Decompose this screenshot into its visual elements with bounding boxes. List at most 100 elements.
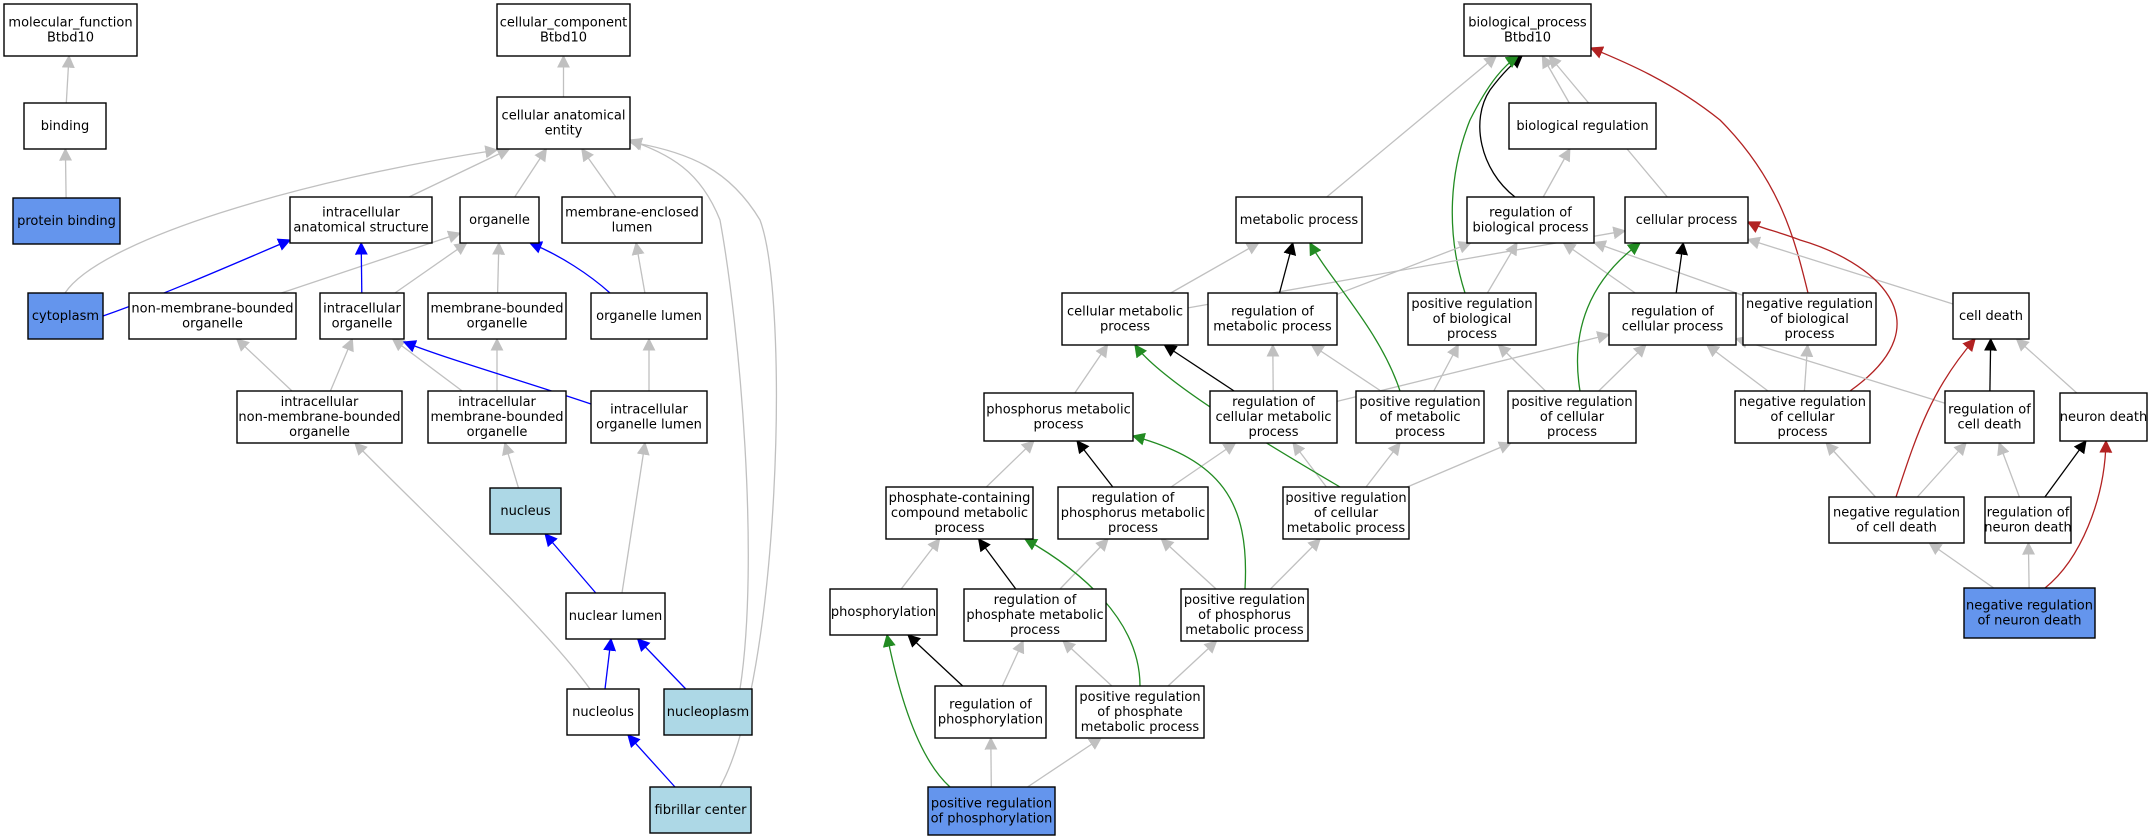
node-label-line: intracellular [322, 206, 400, 221]
node-box [1508, 102, 1657, 150]
edge-line [628, 138, 749, 690]
node-label-line: organelle [289, 425, 350, 440]
node-binding[interactable]: binding [23, 102, 107, 150]
node-nd[interactable]: neuron death [2059, 392, 2148, 442]
node-label-line: nuclear lumen [569, 609, 662, 624]
edge-line [636, 638, 687, 690]
edge-is-a [64, 145, 499, 294]
edge-line [502, 441, 520, 489]
edge-line [1433, 343, 1459, 392]
edge-is-a [985, 440, 1035, 488]
node-breg[interactable]: biological regulation [1508, 102, 1657, 150]
node-nucleolus[interactable]: nucleolus [566, 688, 640, 736]
edge-negatively-regulates [2044, 439, 2113, 589]
edge-is-a [1433, 343, 1459, 392]
node-label-line: biological process [1472, 221, 1588, 236]
edge-line [581, 147, 617, 198]
edge-line [1336, 241, 1472, 295]
edge-line [1406, 441, 1512, 488]
edges-layer [59, 46, 2113, 788]
node-metp[interactable]: metabolic process [1235, 196, 1363, 244]
node-ol[interactable]: organelle lumen [590, 292, 708, 340]
edge-positively-regulates [1131, 432, 1247, 590]
node-label-line: biological regulation [1516, 119, 1648, 134]
edge-is-a [1592, 240, 1744, 297]
node-inmbo[interactable]: intracellularnon-membrane-boundedorganel… [236, 390, 403, 444]
edge-line [1984, 337, 1998, 392]
node-cellp[interactable]: cellular process [1624, 196, 1749, 244]
edge-line [603, 637, 617, 690]
node-box [663, 688, 753, 736]
node-label-line: binding [41, 119, 89, 134]
edge-line [1825, 442, 1876, 498]
node-label-line: neuron death [2060, 410, 2147, 425]
node-fc[interactable]: fibrillar center [649, 786, 752, 834]
edge-line [1336, 331, 1611, 403]
edge-is-a [235, 338, 293, 392]
edge-is-a [1001, 639, 1025, 687]
node-nl[interactable]: nuclear lumen [565, 592, 666, 640]
node-organelle[interactable]: organelle [459, 196, 540, 244]
node-label-line: regulation of [1232, 395, 1315, 410]
node-nucleus[interactable]: nucleus [489, 487, 562, 535]
node-cd[interactable]: cell death [1952, 292, 2030, 340]
edge-regulates [907, 634, 964, 687]
edge-line [1541, 54, 1570, 104]
node-label-line: entity [545, 124, 583, 139]
edge-line [1170, 242, 1260, 294]
node-phos[interactable]: phosphorylation [829, 588, 938, 636]
edge-line [1027, 737, 1103, 788]
edge-is-a [631, 241, 646, 294]
node-box [885, 486, 1034, 540]
edge-is-a [1598, 344, 1647, 392]
node-box [427, 292, 567, 340]
edge-line [354, 442, 591, 690]
edge-is-a [2015, 338, 2078, 394]
node-label-line: intracellular [458, 395, 536, 410]
node-nucleoplasm[interactable]: nucleoplasm [663, 688, 753, 736]
edge-line [2044, 439, 2087, 498]
node-label-line: anatomical structure [293, 221, 428, 236]
edge-line [1365, 441, 1401, 488]
node-protein-binding[interactable]: protein binding [12, 197, 121, 245]
edge-line [1928, 542, 1995, 589]
edge-is-a [59, 147, 73, 199]
node-cytoplasm[interactable]: cytoplasm [27, 292, 104, 340]
node-label-line: metabolic process [1185, 623, 1304, 638]
edge-line [1451, 55, 1520, 294]
